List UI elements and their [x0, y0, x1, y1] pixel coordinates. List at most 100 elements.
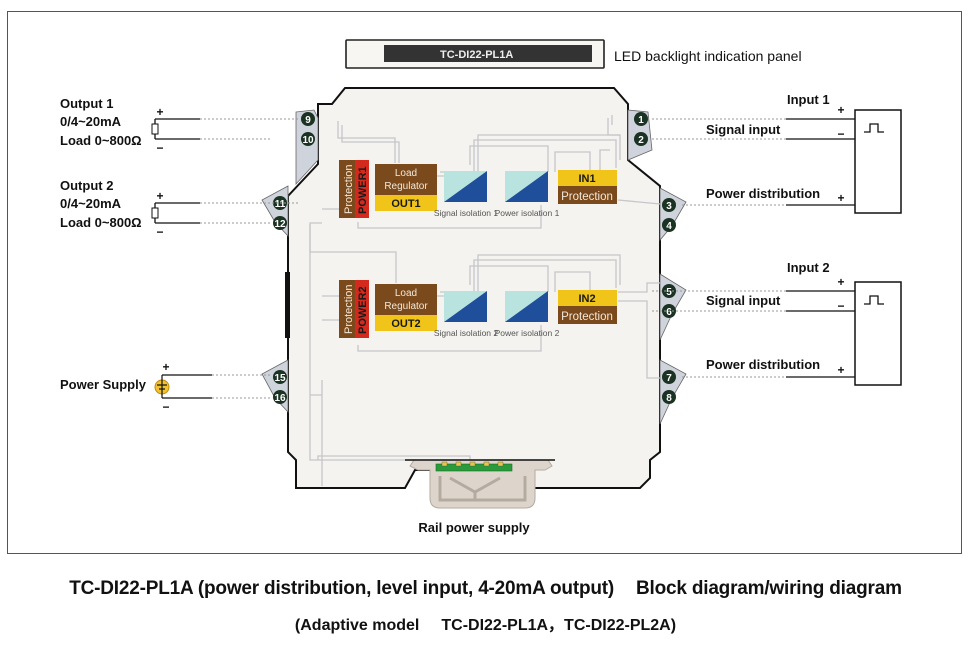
led-panel-description: LED backlight indication panel: [614, 48, 802, 64]
terminal-badge: 2: [634, 132, 648, 146]
terminal-badge: 8: [662, 390, 676, 404]
terminal-badge: 10: [301, 132, 315, 146]
din-rail: Rail power supply: [405, 459, 555, 535]
terminal-number: 1: [638, 115, 644, 126]
minus-sign: −: [837, 127, 844, 141]
load-regulator-block: [375, 284, 437, 316]
led-panel: TC-DI22-PL1A LED backlight indication pa…: [345, 39, 802, 69]
power-isolation-label: Power isolation 2: [495, 328, 560, 338]
plus-sign: +: [837, 103, 844, 117]
plus-sign: +: [162, 360, 169, 374]
out-label: OUT1: [391, 198, 420, 210]
power-isolation-block: [505, 291, 548, 322]
out-label: OUT2: [391, 318, 420, 330]
internal-traces: [309, 115, 661, 486]
input-2-signal-label: Signal input: [706, 293, 781, 308]
minus-sign: −: [156, 141, 163, 155]
input-2-title: Input 2: [787, 260, 830, 275]
output-2-label: Output 2 0/4~20mA Load 0~800Ω: [60, 178, 142, 230]
minus-sign: −: [162, 400, 169, 414]
load-regulator-line1: Load: [395, 288, 417, 299]
terminal-number: 2: [638, 135, 644, 146]
terminal-number: 5: [666, 287, 672, 298]
power-supply-label: Power Supply: [60, 377, 147, 392]
minus-sign: −: [156, 225, 163, 239]
power-label: POWER2: [357, 286, 369, 334]
terminal-number: 3: [666, 201, 672, 212]
protection-block: [339, 280, 357, 338]
protection-label: Protection: [343, 164, 355, 214]
in-protection-label: Protection: [561, 191, 613, 203]
terminal-number: 10: [302, 135, 314, 146]
terminal-number: 7: [666, 373, 672, 384]
in-protection-block: [558, 186, 617, 204]
figure-subtitle-prefix: (Adaptive model: [294, 617, 420, 634]
terminal-badge: 15: [273, 370, 287, 384]
resistor-icon: [151, 123, 159, 135]
terminal-number: 16: [274, 393, 286, 404]
terminal-badge: 7: [662, 370, 676, 384]
terminal-badge: 1: [634, 112, 648, 126]
output-2-load: Load 0~800Ω: [60, 215, 142, 230]
plus-sign: +: [156, 105, 163, 119]
side-latch: [285, 272, 290, 338]
figure-title-main: TC-DI22-PL1A (power distribution, level …: [69, 578, 615, 599]
rail-power-supply-label: Rail power supply: [418, 520, 530, 535]
in-block: [558, 170, 617, 186]
terminal-number: 9: [305, 115, 311, 126]
diagram-frame: [7, 11, 962, 554]
protection-block: [339, 160, 357, 218]
in-protection-label: Protection: [561, 311, 613, 323]
in-protection-block: [558, 306, 617, 324]
output-1-label: Output 1 0/4~20mA Load 0~800Ω: [60, 96, 142, 148]
pulse-icon: [864, 123, 884, 133]
signal-isolation-label: Signal isolation 1: [434, 208, 499, 218]
input-2-sensor: [854, 281, 902, 386]
power-supply-wiring: [154, 375, 170, 398]
channel-2: Protection POWER2 LoadRegulatorOUT2Signal …: [339, 280, 617, 338]
out-block: [375, 315, 437, 331]
terminal-number: 4: [666, 221, 672, 232]
signal-isolation-block: [444, 171, 487, 202]
pulse-icon: [864, 295, 884, 305]
signal-isolation-block: [444, 291, 487, 322]
output-2-title: Output 2: [60, 178, 113, 193]
terminal-number: 8: [666, 393, 672, 404]
figure-subtitle-models: TC-DI22-PL1A，TC-DI22-PL2A): [441, 617, 677, 634]
in-label: IN1: [578, 173, 595, 185]
terminal-badge: 12: [273, 216, 287, 230]
terminal-number: 12: [274, 219, 286, 230]
power-isolation-label: Power isolation 1: [495, 208, 560, 218]
input-2-power-label: Power distribution: [706, 357, 820, 372]
input-1-power-label: Power distribution: [706, 186, 820, 201]
out-block: [375, 195, 437, 211]
input-1-sensor: [854, 109, 902, 214]
resistor-icon: [151, 207, 159, 219]
terminal-badge: 3: [662, 198, 676, 212]
terminal-badge: 4: [662, 218, 676, 232]
plus-sign: +: [837, 191, 844, 205]
plus-sign: +: [837, 363, 844, 377]
output-1-load: Load 0~800Ω: [60, 133, 142, 148]
external-wiring: +−+−+−+−++−+: [151, 103, 902, 414]
power-isolation-block: [505, 171, 548, 202]
figure-subtitle: (Adaptive model TC-DI22-PL1A，TC-DI22-PL2A…: [0, 611, 971, 635]
load-regulator-line2: Regulator: [384, 181, 428, 192]
led-panel-model: TC-DI22-PL1A: [440, 49, 513, 61]
terminal-number: 11: [275, 199, 286, 210]
minus-sign: −: [837, 299, 844, 313]
output-2-load-wiring: [151, 203, 159, 223]
output-2-range: 0/4~20mA: [60, 196, 122, 211]
terminal-badge: 9: [301, 112, 315, 126]
figure-title-type: Block diagram/wiring diagram: [636, 578, 902, 599]
signal-isolation-label: Signal isolation 2: [434, 328, 499, 338]
input-1-title: Input 1: [787, 92, 830, 107]
plus-sign: +: [156, 189, 163, 203]
load-regulator-line2: Regulator: [384, 301, 428, 312]
output-1-load-wiring: [151, 119, 159, 139]
load-regulator-block: [375, 164, 437, 196]
terminal-number: 6: [666, 307, 672, 318]
load-regulator-line1: Load: [395, 168, 417, 179]
